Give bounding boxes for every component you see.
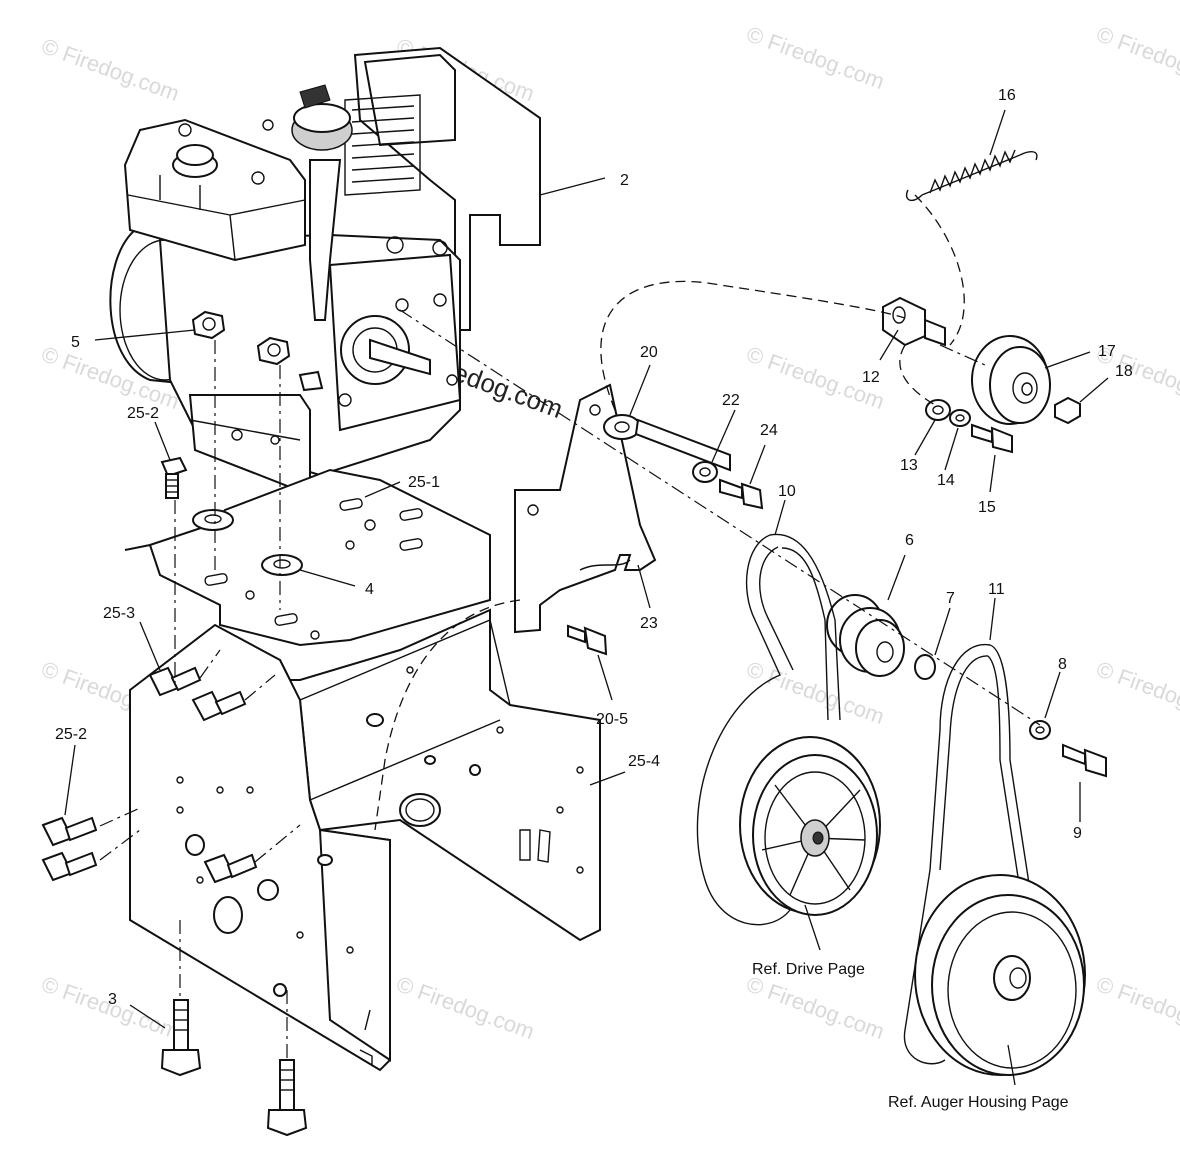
engine-mount-nut (256, 336, 291, 366)
engine-air-cleaner (363, 53, 456, 147)
hex-bolt (971, 423, 1013, 454)
callout-11: 11 (988, 581, 1005, 598)
callout-5: 5 (71, 334, 80, 351)
carriage-bolt (266, 1059, 308, 1137)
watermark: © Firedog.com (393, 971, 537, 1044)
callout-3: 3 (108, 991, 117, 1008)
callout-25-3: 25-3 (103, 605, 135, 622)
callout-13: 13 (900, 457, 918, 474)
callout-25-1: 25-1 (408, 474, 440, 491)
idler-arm (603, 414, 731, 472)
ref-drive-page: Ref. Drive Page (752, 961, 865, 978)
callout-23: 23 (640, 615, 658, 632)
callout-6: 6 (905, 532, 914, 549)
callout-4: 4 (365, 581, 374, 598)
watermark: © Firedog.com (1093, 656, 1180, 729)
washer (949, 409, 971, 427)
idler-arm-rod (634, 418, 731, 472)
callout-22: 22 (722, 392, 740, 409)
auger-pulley (914, 874, 1086, 1076)
callout-20-5: 20-5 (596, 711, 628, 728)
hex-bolt (41, 851, 98, 882)
hex-bolt (1062, 743, 1107, 778)
callout-8: 8 (1058, 656, 1067, 673)
hex-bolt (41, 816, 98, 847)
frame-hole (213, 896, 243, 934)
star-washer (261, 554, 303, 576)
callout-25-2: 25-2 (127, 405, 159, 422)
callout-25-4: 25-4 (628, 753, 660, 770)
washer (692, 461, 718, 483)
auger-belt (903, 643, 1031, 1065)
callout-15: 15 (978, 499, 996, 516)
carriage-bolt (160, 999, 202, 1077)
driven-pulley (739, 736, 881, 916)
mount-plate-body (124, 468, 491, 647)
primer-bulb (299, 84, 331, 109)
crankshaft (369, 338, 431, 376)
idler-arm-pivot (603, 414, 641, 440)
reference-labels: Ref. Drive Page Ref. Auger Housing Page (752, 961, 1069, 1111)
callout-10: 10 (778, 483, 796, 500)
idler-pulley (971, 335, 1051, 425)
engine-assembly (109, 46, 541, 489)
oil-fill-tube (309, 159, 342, 321)
watermark: © Firedog.com (743, 21, 887, 94)
cylinder-fins (344, 94, 421, 196)
callout-17: 17 (1098, 343, 1116, 360)
washer (1029, 720, 1051, 740)
leader-lines (64, 109, 1109, 1086)
watermark: © Firedog.com (743, 971, 887, 1044)
watermark: © Firedog.com (1093, 971, 1180, 1044)
engine-mount-nut (191, 310, 226, 340)
hex-nut (1054, 396, 1081, 425)
callout-20: 20 (640, 344, 658, 361)
idler-bracket (514, 383, 657, 634)
engine-mount-plate (124, 468, 491, 647)
callout-labels: 2 16 5 20 12 17 18 25-2 22 24 13 14 25-1… (55, 87, 1133, 1008)
hex-bolt (203, 853, 258, 884)
callout-7: 7 (946, 590, 955, 607)
spacer (925, 399, 951, 421)
callout-24: 24 (760, 422, 778, 439)
star-washer (192, 509, 234, 531)
callout-12: 12 (862, 369, 880, 386)
callout-16: 16 (998, 87, 1016, 104)
spacer (914, 654, 936, 680)
ref-auger-housing-page: Ref. Auger Housing Page (888, 1094, 1069, 1111)
hex-bolt (719, 478, 764, 510)
idler-stud (882, 296, 946, 347)
hex-bolt (148, 666, 202, 697)
frame-housing (129, 608, 601, 1072)
engine-mount-base (188, 394, 311, 489)
hex-bolt (567, 624, 608, 656)
hex-bolt (191, 690, 247, 722)
fuel-tank (123, 118, 306, 262)
watermark: © Firedog.com (1093, 21, 1180, 94)
tension-spring (905, 149, 1038, 202)
callout-25-2: 25-2 (55, 726, 87, 743)
callout-18: 18 (1115, 363, 1133, 380)
hex-bolt (160, 456, 188, 499)
engine-pulley (826, 594, 905, 677)
assembly-center-lines (99, 194, 1041, 1060)
callout-2: 2 (620, 172, 629, 189)
callout-9: 9 (1073, 825, 1082, 842)
callout-14: 14 (937, 472, 955, 489)
housing-lower-panel (318, 828, 391, 1062)
watermark: © Firedog.com (38, 33, 182, 106)
